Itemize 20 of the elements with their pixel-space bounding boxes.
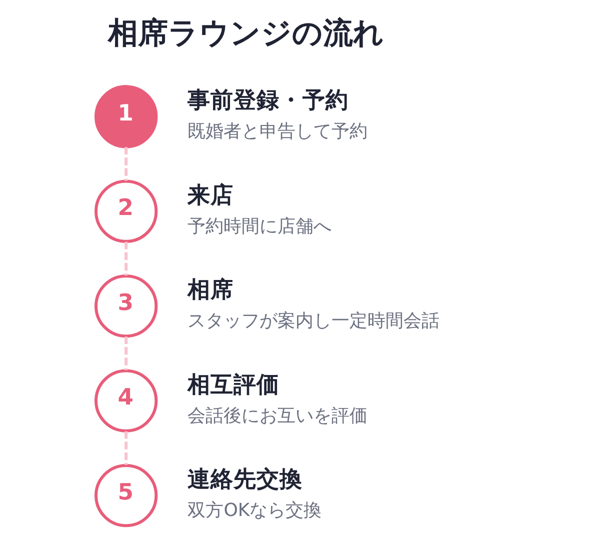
node-label: 事前登録・予約	[187, 88, 348, 114]
node-label: 予約時間に店舗へ	[187, 216, 332, 237]
node-circle: 3	[94, 274, 158, 338]
node-label: 来店	[187, 182, 234, 208]
node-label: スタッフが案内し一定時間会話	[187, 310, 440, 332]
connector	[124, 431, 128, 465]
node-label: 既婚者と申告して予約	[187, 121, 368, 142]
node-circle: 4	[94, 369, 158, 432]
node-label: 相互評価	[187, 372, 280, 398]
node-label: 連絡先交換	[187, 466, 302, 493]
connector	[124, 242, 128, 276]
diagram-title: 相席ラウンジの流れ	[108, 16, 384, 51]
node-label: 会話後にお互いを評価	[187, 405, 368, 426]
node-label: 相席	[187, 277, 234, 304]
connector	[124, 147, 128, 181]
node-circle: 1	[94, 85, 158, 148]
node-circle: 2	[94, 180, 158, 243]
node-circle: 5	[94, 464, 158, 528]
node-label: 双方OKなら交換	[187, 500, 322, 521]
connector	[124, 336, 128, 370]
